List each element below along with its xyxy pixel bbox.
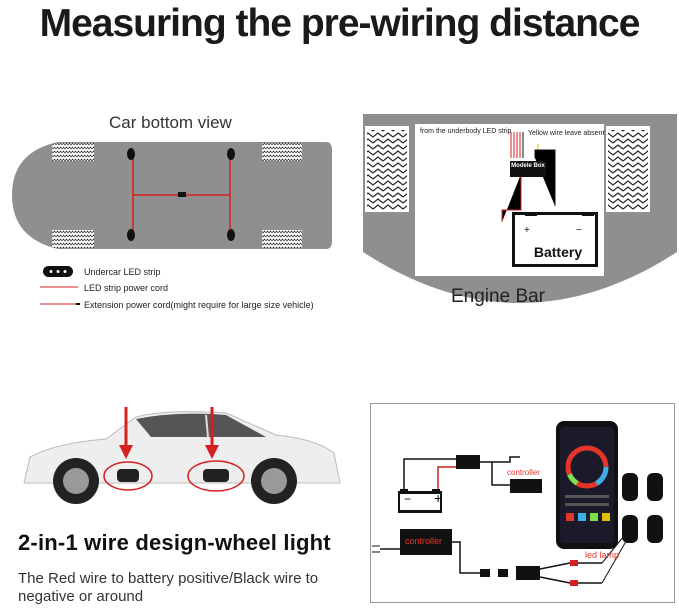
battery-label: Battery — [533, 244, 583, 260]
led-lamp-label: led lamp — [585, 550, 620, 560]
car-bottom-diagram — [12, 142, 332, 249]
legend-swatches — [40, 266, 80, 305]
battery-minus: − — [576, 225, 582, 236]
design-description: The Red wire to battery positive/Black w… — [18, 570, 319, 605]
engine-bay-diagram — [363, 114, 677, 303]
wiring-battery-plus: + — [434, 490, 443, 506]
yellow-wire-note: Yellow wire leave absent — [528, 130, 605, 137]
car-side-photo — [23, 407, 341, 504]
legend-extension-cord: Extension power cord(might require for l… — [84, 300, 314, 310]
design-title: 2-in-1 wire design-wheel light — [18, 530, 331, 555]
wiring-diagram — [370, 403, 675, 603]
controller-top-label: controller — [507, 468, 540, 477]
legend-power-cord: LED strip power cord — [84, 283, 169, 293]
underbody-strip-note: from the underbody LED strip — [420, 128, 512, 135]
legend-undercar-strip: Undercar LED strip — [84, 267, 161, 277]
module-box-label: Modele Box — [511, 163, 545, 169]
engine-bar-label: Engine Bar — [451, 286, 546, 307]
battery-plus: + — [524, 225, 530, 236]
car-bottom-view-label: Car bottom view — [109, 113, 232, 132]
controller-bottom-label: controller — [405, 536, 443, 546]
page-title: Measuring the pre-wiring distance — [39, 2, 641, 45]
wiring-battery-minus: − — [404, 492, 412, 506]
